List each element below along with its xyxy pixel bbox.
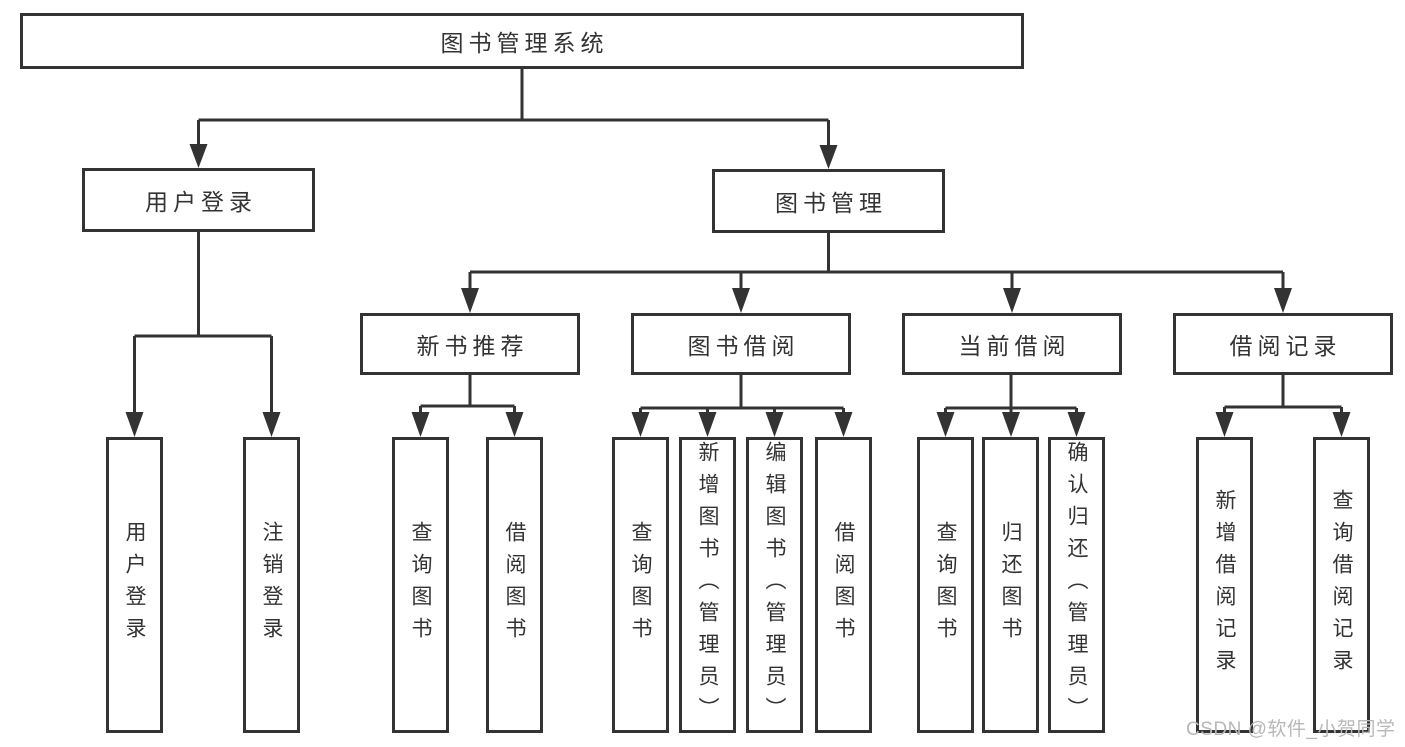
node-book-borrow: 图书借阅 [631,313,851,375]
node-borrow-records: 借阅记录 [1173,313,1393,375]
node-book-borrow-label: 图书借阅 [687,333,800,359]
node-new-book-recommend: 新书推荐 [360,313,580,375]
leaf-borrow-books-recommend-label: 借阅图书 [503,521,526,649]
leaf-query-books-borrow-label: 查询图书 [629,521,652,649]
leaf-return-books: 归还图书 [982,437,1039,733]
leaf-user-login: 用户登录 [106,437,163,733]
leaf-borrow-books-recommend: 借阅图书 [486,437,543,733]
csdn-watermark: CSDN @软件_小贺同学 [1186,719,1396,740]
node-root-label: 图书管理系统 [440,30,609,56]
leaf-query-books-borrow: 查询图书 [612,437,669,733]
leaf-borrow-books-label: 借阅图书 [832,521,855,649]
leaf-edit-books-admin: 编辑图书（管理员） [746,437,803,733]
leaf-return-books-label: 归还图书 [999,521,1022,649]
leaf-add-borrow-record: 新增借阅记录 [1196,437,1253,733]
leaf-add-books-admin-label: 新增图书（管理员） [696,441,719,729]
node-user-login-label: 用户登录 [145,189,257,215]
node-new-book-recommend-label: 新书推荐 [416,333,529,359]
leaf-query-books-current-label: 查询图书 [934,521,957,649]
leaf-logout: 注销登录 [243,437,300,733]
node-user-login: 用户登录 [82,168,315,232]
node-current-borrow-label: 当前借阅 [958,333,1071,359]
leaf-add-books-admin: 新增图书（管理员） [679,437,736,733]
node-book-management: 图书管理 [712,169,945,233]
node-borrow-records-label: 借阅记录 [1229,333,1342,359]
leaf-query-borrow-record: 查询借阅记录 [1313,437,1370,733]
arrowhead-icons [125,144,1351,437]
leaf-user-login-label: 用户登录 [123,521,146,649]
node-root: 图书管理系统 [20,13,1024,69]
leaf-logout-label: 注销登录 [260,521,283,649]
leaf-confirm-return-admin-label: 确认归还（管理员） [1065,441,1088,729]
leaf-borrow-books: 借阅图书 [815,437,872,733]
leaf-query-books-recommend-label: 查询图书 [409,521,432,649]
leaf-query-books-recommend: 查询图书 [392,437,449,733]
leaf-confirm-return-admin: 确认归还（管理员） [1048,437,1105,733]
leaf-add-borrow-record-label: 新增借阅记录 [1213,489,1236,681]
node-current-borrow: 当前借阅 [902,313,1122,375]
leaf-query-books-current: 查询图书 [917,437,974,733]
node-book-management-label: 图书管理 [775,190,887,216]
leaf-edit-books-admin-label: 编辑图书（管理员） [763,441,786,729]
leaf-query-borrow-record-label: 查询借阅记录 [1330,489,1353,681]
